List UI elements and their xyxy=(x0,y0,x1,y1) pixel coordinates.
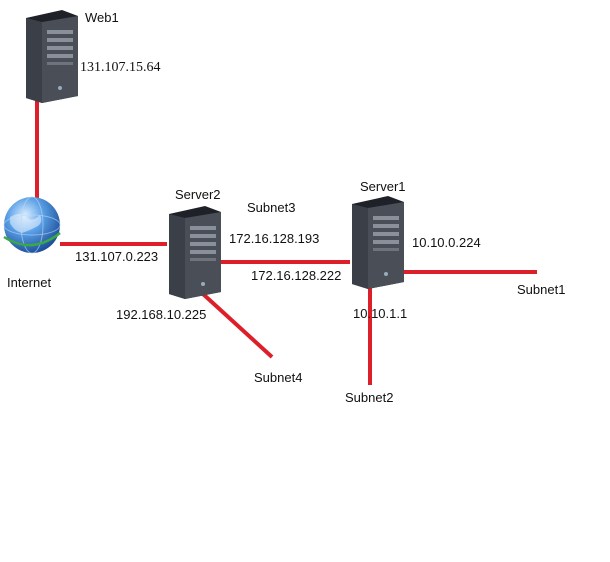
server2-subnet4-ip-label: 192.168.10.225 xyxy=(116,307,207,322)
subnet3-label: Subnet3 xyxy=(247,200,296,215)
server2-name-label: Server2 xyxy=(175,187,221,202)
server1-server-icon xyxy=(352,196,404,289)
server1-subnet2-ip-label: 10.10.1.1 xyxy=(353,306,408,321)
web1-ip-label: 131.107.15.64 xyxy=(80,60,161,75)
server2-subnet3-ip-label: 172.16.128.193 xyxy=(229,231,320,246)
link-server2-subnet4 xyxy=(201,292,274,359)
web1-name-label: Web1 xyxy=(85,10,119,25)
subnet2-label: Subnet2 xyxy=(345,390,394,405)
subnet1-label: Subnet1 xyxy=(517,282,566,297)
internet-globe-icon xyxy=(3,196,61,254)
server1-subnet1-ip-label: 10.10.0.224 xyxy=(412,235,481,250)
subnet4-label: Subnet4 xyxy=(254,370,303,385)
server1-name-label: Server1 xyxy=(360,179,406,194)
server1-subnet3-ip-label: 172.16.128.222 xyxy=(251,268,342,283)
server2-server-icon xyxy=(169,206,221,299)
internet-name-label: Internet xyxy=(7,275,52,290)
internet-server2-ip-label: 131.107.0.223 xyxy=(75,249,159,264)
web1-server-icon xyxy=(26,10,78,103)
